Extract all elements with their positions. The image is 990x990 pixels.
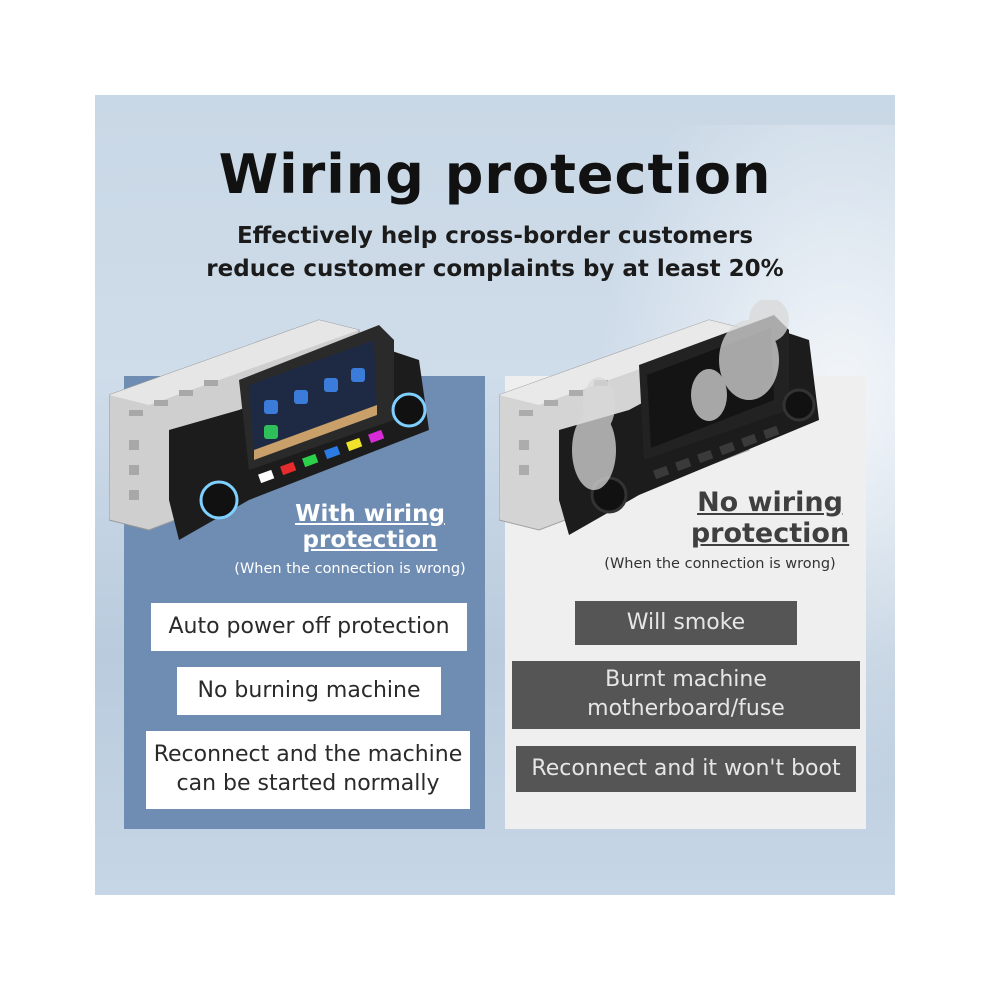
- left-benefit-3: Reconnect and the machine can be started…: [146, 731, 470, 809]
- right-problem-3: Reconnect and it won't boot: [516, 746, 856, 792]
- left-benefit-3-line-2: can be started normally: [176, 771, 440, 796]
- left-benefit-3-line-1: Reconnect and the machine: [153, 742, 463, 768]
- left-note: (When the connection is wrong): [234, 561, 466, 577]
- car-radio-working-image: [109, 319, 429, 540]
- subtitle-line-2: reduce customer complaints by at least 2…: [206, 256, 784, 282]
- with-protection-heading: With wiring protection: [275, 501, 465, 554]
- left-benefit-1-line-1: Auto power off protection: [168, 613, 450, 639]
- right-problem-1-line-1: Will smoke: [626, 609, 746, 635]
- car-radio-smoking-image: [499, 300, 819, 535]
- right-problem-1: Will smoke: [575, 601, 797, 645]
- no-protection-heading-line-1: No wiring: [697, 487, 843, 518]
- subtitle-line-1: Effectively help cross-border customers: [236, 223, 754, 249]
- left-benefit-2: No burning machine: [177, 667, 441, 715]
- no-protection-heading-line-2: protection: [690, 518, 850, 550]
- poster-frame: Wiring protection Effectively help cross…: [95, 95, 895, 895]
- right-note: (When the connection is wrong): [604, 556, 836, 572]
- no-protection-heading: No wiring protection: [670, 487, 870, 549]
- left-benefit-2-line-1: No burning machine: [197, 677, 421, 703]
- right-problem-2-line-1: Burnt machine: [605, 667, 767, 693]
- right-problem-3-line-1: Reconnect and it won't boot: [531, 755, 841, 781]
- with-protection-heading-line-1: With wiring: [295, 501, 445, 527]
- right-problem-2: Burnt machine motherboard/fuse: [512, 661, 860, 729]
- left-benefit-1: Auto power off protection: [151, 603, 467, 651]
- page-title: Wiring protection: [218, 143, 772, 206]
- right-problem-2-line-2: motherboard/fuse: [587, 696, 785, 721]
- with-protection-heading-line-2: protection: [302, 527, 438, 554]
